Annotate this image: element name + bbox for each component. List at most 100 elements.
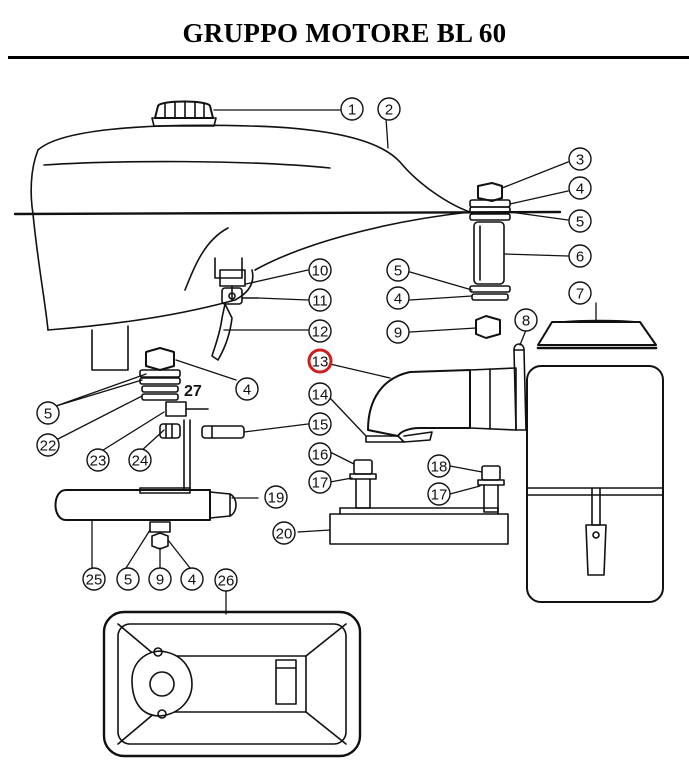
callout-23: 23 bbox=[86, 448, 110, 472]
callout-number: 9 bbox=[394, 325, 402, 342]
callout-9: 9 bbox=[386, 320, 410, 344]
callout-number: 16 bbox=[312, 447, 329, 464]
callout-number: 5 bbox=[124, 572, 132, 589]
callout-5: 5 bbox=[386, 258, 410, 282]
callout-5: 5 bbox=[36, 401, 60, 425]
callout-circle bbox=[568, 147, 592, 171]
callout-number: 8 bbox=[522, 313, 530, 330]
callout-circle bbox=[36, 401, 60, 425]
callout-circle bbox=[340, 97, 364, 121]
screws bbox=[201, 425, 505, 513]
callout-circle bbox=[377, 97, 401, 121]
callout-24: 24 bbox=[128, 448, 152, 472]
callout-number: 22 bbox=[40, 438, 57, 455]
fuel-tap bbox=[211, 269, 259, 361]
callout-circle bbox=[386, 286, 410, 310]
callout-19: 19 bbox=[264, 485, 288, 509]
callout-number: 1 bbox=[348, 102, 356, 119]
callout-number: 18 bbox=[431, 459, 448, 476]
callout-circle bbox=[36, 433, 60, 457]
callout-number: 5 bbox=[44, 406, 52, 423]
callout-3: 3 bbox=[568, 147, 592, 171]
callout-circle bbox=[568, 209, 592, 233]
callout-number: 26 bbox=[218, 573, 235, 590]
callout-number: 19 bbox=[268, 490, 285, 507]
callout-number: 23 bbox=[90, 453, 107, 470]
callout-17: 17 bbox=[308, 470, 332, 494]
callout-number: 20 bbox=[276, 526, 293, 543]
callout-number: 2 bbox=[385, 102, 393, 119]
callout-circle bbox=[386, 320, 410, 344]
callout-number: 6 bbox=[576, 249, 584, 266]
callout-16: 16 bbox=[308, 442, 332, 466]
callout-4: 4 bbox=[386, 286, 410, 310]
callout-circle bbox=[272, 521, 296, 545]
callout-circle bbox=[307, 348, 333, 374]
callout-10: 10 bbox=[308, 258, 332, 282]
callout-13: 13 bbox=[307, 348, 333, 374]
air-filter bbox=[526, 319, 664, 603]
callout-circle bbox=[308, 412, 332, 436]
callout-circle bbox=[514, 308, 538, 332]
callout-number: 4 bbox=[576, 181, 584, 198]
callout-number: 24 bbox=[132, 453, 149, 470]
callout-circle bbox=[214, 568, 238, 592]
base-plate bbox=[102, 610, 362, 758]
callout-number: 11 bbox=[312, 293, 328, 310]
callout-4: 4 bbox=[235, 377, 259, 401]
muffler-tube bbox=[54, 489, 237, 550]
callout-circle bbox=[116, 567, 140, 591]
callout-circle bbox=[308, 288, 332, 312]
flange-plate bbox=[329, 507, 509, 545]
callout-22: 22 bbox=[36, 433, 60, 457]
diagram-title: GRUPPO MOTORE BL 60 bbox=[182, 18, 507, 48]
callout-4: 4 bbox=[180, 567, 204, 591]
callout-circle bbox=[148, 567, 172, 591]
callout-circle bbox=[427, 482, 451, 506]
callout-circle bbox=[264, 485, 288, 509]
leader-lines bbox=[55, 109, 597, 615]
title-underline bbox=[8, 56, 689, 59]
callout-number: 17 bbox=[312, 475, 329, 492]
callout-number: 13 bbox=[312, 354, 329, 371]
callout-4: 4 bbox=[568, 176, 592, 200]
callout-26: 26 bbox=[214, 568, 238, 592]
callout-number: 4 bbox=[188, 572, 196, 589]
callout-circle bbox=[128, 448, 152, 472]
callout-circle bbox=[180, 567, 204, 591]
callout-circle bbox=[386, 258, 410, 282]
callout-number: 25 bbox=[86, 572, 103, 589]
part-27-label: 27 bbox=[184, 383, 202, 400]
callout-number: 7 bbox=[576, 286, 584, 303]
intake-elbow bbox=[365, 367, 517, 443]
callout-circle bbox=[82, 567, 106, 591]
callout-circle bbox=[308, 470, 332, 494]
callout-number: 9 bbox=[156, 572, 164, 589]
callout-17: 17 bbox=[427, 482, 451, 506]
callout-12: 12 bbox=[308, 319, 332, 343]
callout-circle bbox=[568, 244, 592, 268]
callout-number: 14 bbox=[312, 387, 329, 404]
callout-circle bbox=[308, 382, 332, 406]
callout-number: 4 bbox=[243, 382, 251, 399]
callout-1: 1 bbox=[340, 97, 364, 121]
callout-2: 2 bbox=[377, 97, 401, 121]
callout-number: 4 bbox=[394, 291, 402, 308]
callout-8: 8 bbox=[514, 308, 538, 332]
callout-circle bbox=[568, 281, 592, 305]
callout-5: 5 bbox=[116, 567, 140, 591]
callout-11: 11 bbox=[308, 288, 332, 312]
callout-number: 12 bbox=[312, 324, 329, 341]
callout-9: 9 bbox=[148, 567, 172, 591]
callout-14: 14 bbox=[308, 382, 332, 406]
callout-circle bbox=[308, 319, 332, 343]
callout-number: 15 bbox=[312, 417, 329, 434]
callout-20: 20 bbox=[272, 521, 296, 545]
callout-number: 3 bbox=[576, 152, 584, 169]
callout-18: 18 bbox=[427, 454, 451, 478]
callout-number: 5 bbox=[576, 214, 584, 231]
callout-circle bbox=[568, 176, 592, 200]
callout-15: 15 bbox=[308, 412, 332, 436]
